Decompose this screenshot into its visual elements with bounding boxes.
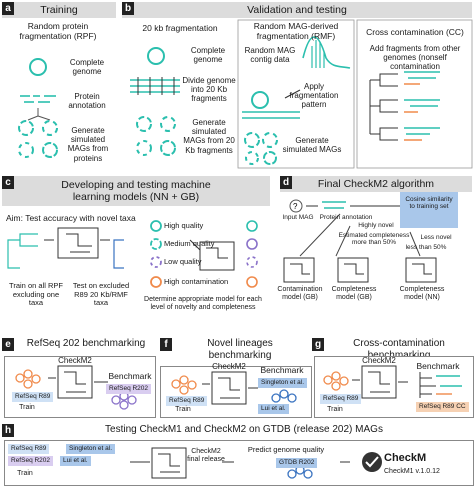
panel-c-title: Developing and testing machine learning … [61,178,211,203]
panel-e-letter: e [2,338,14,351]
h-tag-r89: RefSeq R89 [8,444,50,454]
panel-d-header: Final CheckM2 algorithm [280,176,472,192]
h-checkm-logo: CheckM [384,452,427,464]
rmf-generate: Generate simulated MAGs [282,136,342,155]
g-tag-refseq-r89: RefSeq R89 [320,394,362,404]
g-benchmark: Benchmark [416,361,460,371]
d-model-gb: Completeness model (GB) [331,286,377,302]
g-train: Train [327,406,343,413]
h-predict: Predict genome quality [247,445,325,454]
f-tag-refseq-r89: RefSeq R89 [166,396,208,406]
quality-contam: High contamination [164,277,229,286]
d-less50: less than 50% [405,244,447,251]
g-checkm2: CheckM2 [362,356,396,365]
h-tag-gtdb: GTDB R202 [276,458,318,468]
rmf-contig: Random MAG contig data [244,46,296,65]
kb-complete-genome: Complete genome [190,46,226,65]
d-highly: Highly novel [358,222,394,229]
panel-c-train: Train on all RPF excluding one taxa [9,281,63,308]
panel-b-letter: b [122,2,134,15]
f-train: Train [175,406,191,413]
h-tag-r202: RefSeq R202 [8,456,54,466]
d-estimated: Estimated completeness more than 50% [338,232,410,247]
h-tag-singleton: Singleton et al. [66,444,116,454]
d-cosine: Cosine similarity to training set [405,196,453,211]
panel-c-aim: Aim: Test accuracy with novel taxa [6,213,136,223]
g-tag-refseq-cc: RefSeq R89 CC [416,402,469,412]
rpf-generate: Generate simulated MAGs from proteins [67,126,109,163]
panel-f-letter: f [160,338,172,351]
kb-title: 20 kb fragmentation [142,23,218,33]
panel-a-title: Training [40,4,78,16]
quality-high: High quality [164,221,204,230]
panel-a-header: Training [2,2,116,18]
rmf-apply: Apply fragmentation pattern [289,82,339,110]
rmf-title: Random MAG-derived fragmentation (RMF) [253,21,339,41]
quality-low: Low quality [164,257,202,266]
f-benchmark: Benchmark [260,365,304,375]
h-train: Train [17,470,33,477]
d-protein: Protein annotation [319,214,373,221]
panel-f-title: Novel lineages benchmarking [207,338,273,361]
panel-e-title: RefSeq 202 benchmarking [26,338,146,349]
rpf-complete-genome: Complete genome [69,58,105,77]
d-less: Less novel [420,234,452,241]
f-tag-singleton: Singleton et al. [258,378,308,388]
panel-g-letter: g [312,338,324,351]
d-input: Input MAG [282,214,314,221]
e-tag-refseq-r202: RefSeq R202 [106,384,152,394]
e-benchmark: Benchmark [108,371,152,381]
cc-title: Cross contamination (CC) [366,27,464,37]
rpf-protein-annotation: Protein annotation [68,92,106,111]
svg-text:?: ? [293,202,298,211]
e-train: Train [19,404,35,411]
h-version: CheckM1 v.1.0.12 [384,468,440,475]
panel-c-letter: c [2,176,14,189]
kb-generate: Generate simulated MAGs from 20 Kb fragm… [183,118,235,155]
panel-a-letter: a [2,2,14,15]
f-checkm2: CheckM2 [212,362,246,371]
h-final: CheckM2 final release [187,448,225,464]
panel-b-header: Validation and testing [122,2,472,18]
kb-divide: Divide genome into 20 Kb fragments [182,76,236,104]
panel-c-determine: Determine appropriate model for each lev… [144,296,262,312]
kb-box [124,20,234,168]
panel-d-title: Final CheckM2 algorithm [317,178,435,190]
rpf-title: Random protein fragmentation (RPF) [19,21,97,41]
e-tag-refseq-r89: RefSeq R89 [12,392,54,402]
panel-g-title: Cross-contamination benchmarking [353,338,445,361]
quality-medium: Medium quality [164,239,215,248]
panel-b-title: Validation and testing [247,4,347,16]
cc-label: Add fragments from other genomes (nonsel… [369,44,461,72]
panel-d-letter: d [280,176,292,189]
d-model-nn: Completeness model (NN) [399,286,445,302]
panel-c-header: Developing and testing machine learning … [2,176,270,206]
panel-h-letter: h [2,424,14,437]
panel-h-title: Testing CheckM1 and CheckM2 on GTDB (rel… [105,424,383,435]
f-tag-lui: Lui et al. [258,404,289,414]
e-checkm2: CheckM2 [58,356,92,365]
h-tag-lui: Lui et al. [60,456,91,466]
panel-c-test: Test on excluded R89 20 Kb/RMF taxa [72,281,130,308]
d-model-contam: Contamination model (GB) [277,286,323,302]
